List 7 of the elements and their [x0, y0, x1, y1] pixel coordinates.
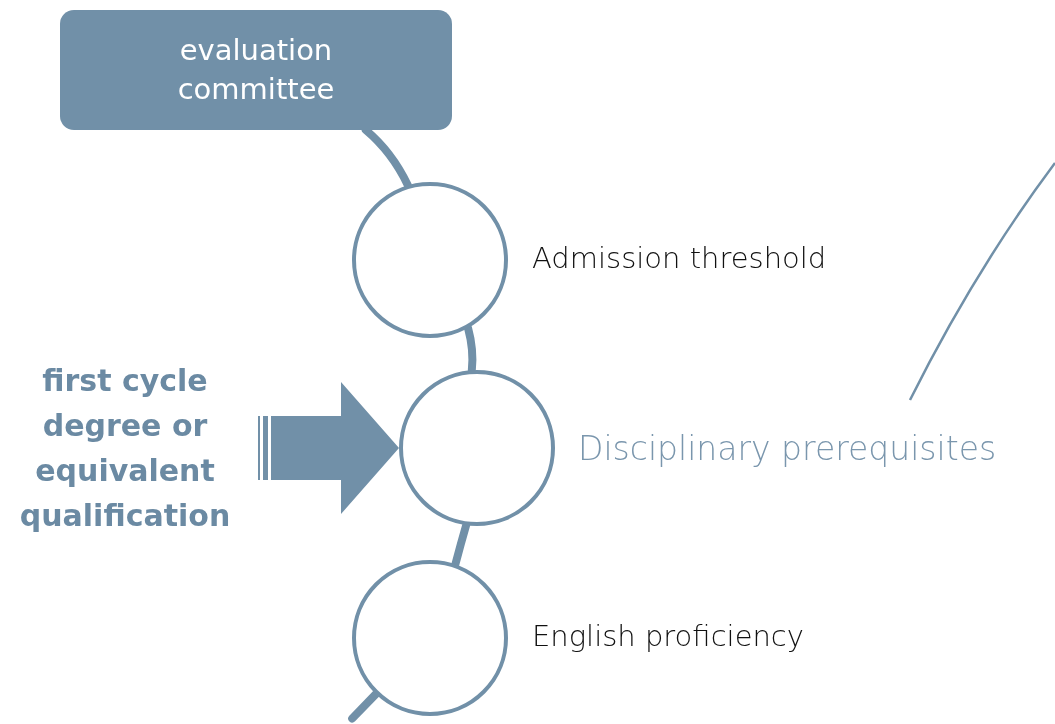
- step-label: Disciplinary prerequisites: [578, 428, 997, 468]
- block-arrow: [258, 382, 399, 514]
- step-label: English proficiency: [532, 619, 804, 653]
- committee-box: evaluation committee: [60, 10, 452, 130]
- step-label: Admission threshold: [532, 241, 827, 275]
- input-label: first cycle degree or equivalent qualification: [0, 358, 250, 538]
- connector-line: [348, 690, 380, 723]
